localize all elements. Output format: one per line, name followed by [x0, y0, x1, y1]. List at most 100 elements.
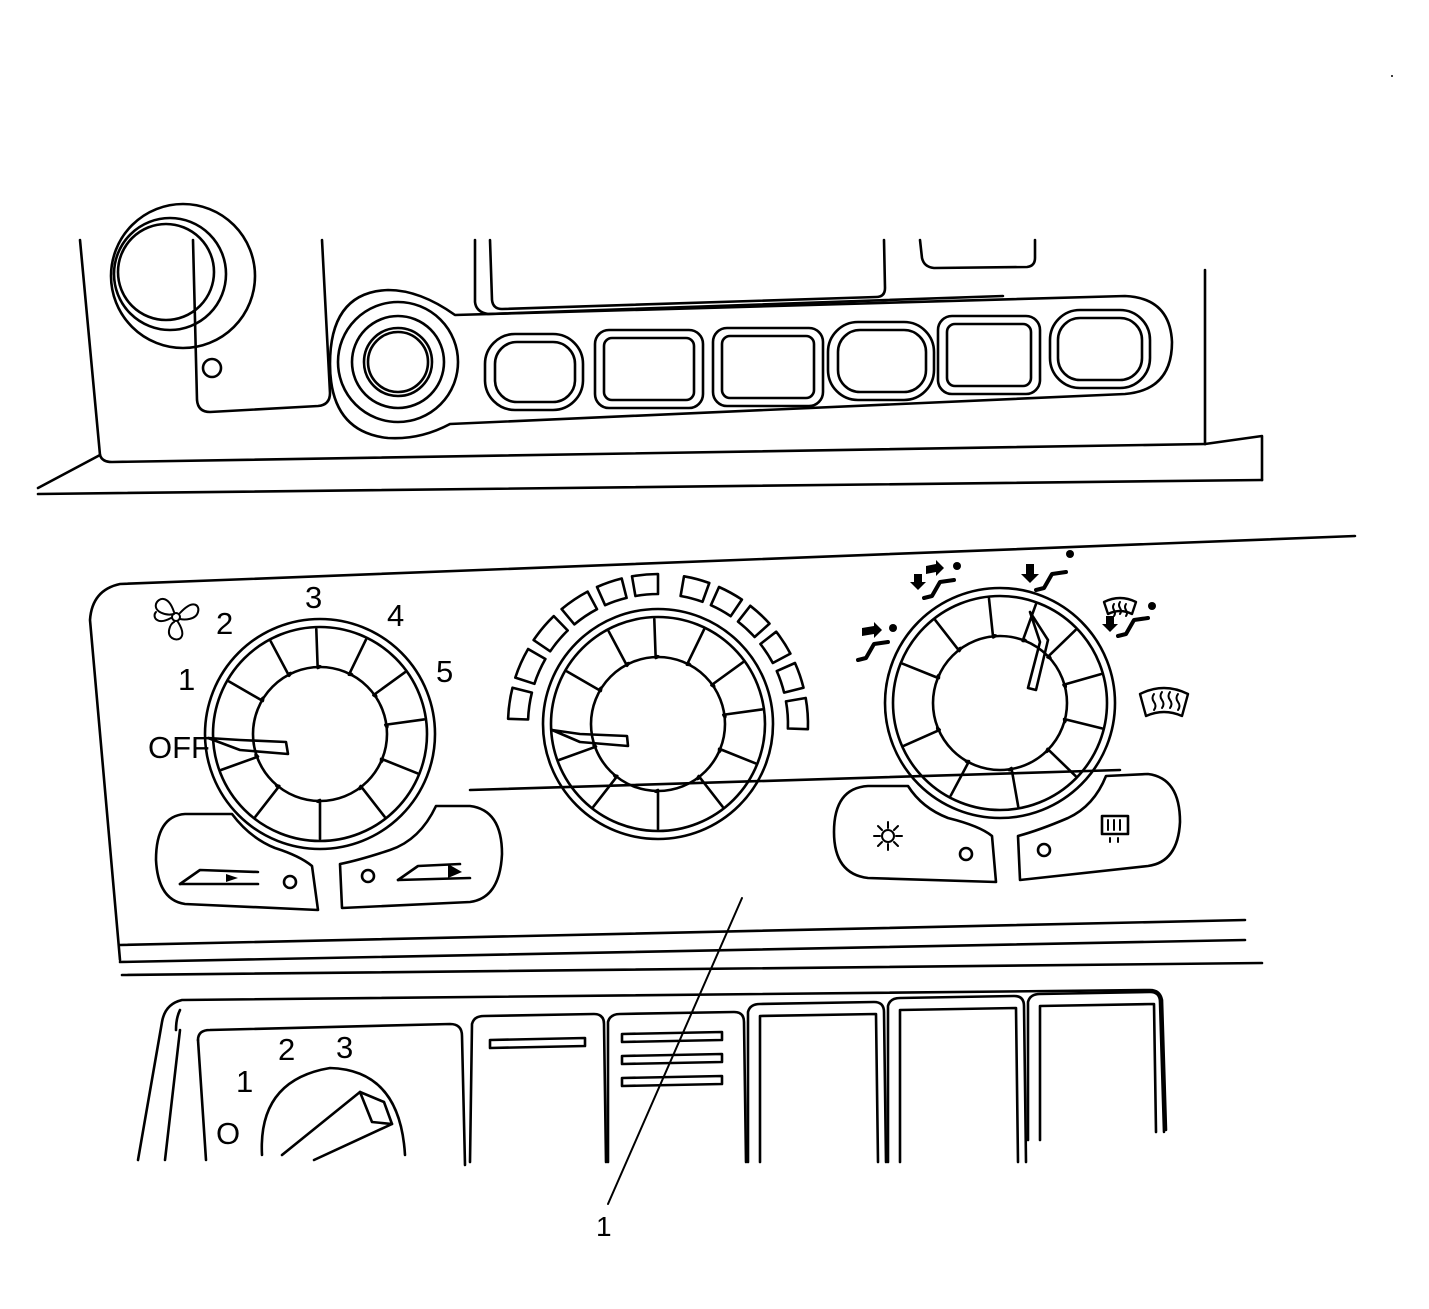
callout-leader-line — [607, 897, 743, 1205]
temperature-scale-segment — [736, 604, 771, 639]
fan-knob-rib — [384, 718, 426, 729]
fan-label-2: 2 — [216, 606, 233, 641]
fan-label-3: 3 — [305, 580, 322, 615]
fan-knob-rib — [254, 783, 281, 818]
fan-icon — [153, 598, 200, 641]
fan-speed-labels: OFF 1 2 3 4 5 — [148, 580, 453, 765]
mode-knob-rib — [1007, 766, 1020, 808]
switch-blank-1[interactable] — [468, 1012, 608, 1164]
fan-knob-rib — [227, 680, 265, 703]
switch-blank-3[interactable] — [746, 1000, 888, 1164]
fresh-air-indicator-led — [360, 868, 376, 884]
mode-knob-rib — [901, 662, 941, 680]
mode-knob-rib — [1062, 717, 1104, 730]
fan-knob-rib — [220, 752, 260, 772]
scan-speck — [1391, 75, 1393, 77]
mode-knob-rib — [902, 726, 941, 747]
display-window — [473, 238, 1037, 316]
fan-knob-rib — [372, 671, 407, 699]
lower-switch-panel — [136, 988, 1168, 1162]
left-rotary-knob — [109, 202, 332, 414]
callout-1: 1 — [596, 897, 743, 1242]
audio-unit — [36, 202, 1264, 496]
temperature-scale-segment — [595, 577, 628, 607]
air-conditioning-indicator-led — [958, 846, 974, 862]
fan-knob-rib — [315, 798, 322, 841]
fresh-air-icon — [396, 862, 472, 882]
fan-speed-knob[interactable] — [203, 617, 437, 851]
recirculation-icon — [178, 868, 260, 886]
face-vent-mode-icon — [856, 622, 897, 662]
temperature-knob[interactable] — [506, 572, 810, 841]
lower-rotary-switch[interactable]: O 1 2 3 — [196, 1022, 467, 1167]
lower-switch-blanks — [468, 990, 1166, 1164]
temperature-scale-segment — [775, 661, 805, 694]
mode-knob-rib — [949, 759, 971, 797]
fan-knob-rib — [379, 757, 419, 775]
mode-knob-rib — [1062, 672, 1103, 689]
fan-knob-rib — [315, 627, 322, 670]
switch-blank-2[interactable] — [606, 1010, 748, 1164]
floor-mode-icon — [1021, 550, 1074, 592]
windshield-defrost-icon — [1138, 686, 1190, 718]
mode-knob-rib — [987, 597, 998, 639]
mode-knob-rib — [1021, 603, 1038, 643]
temperature-scale-segment — [630, 572, 660, 598]
preset-button-strip — [328, 288, 1174, 440]
air-conditioning-button[interactable] — [832, 784, 998, 884]
face-floor-mode-icon — [910, 560, 961, 600]
temperature-knob-pointer — [550, 728, 630, 748]
switch-blank-5[interactable] — [1026, 990, 1166, 1142]
rear-window-defrost-icon — [1100, 814, 1130, 843]
fan-knob-rib — [357, 784, 386, 818]
temperature-scale-segments — [506, 572, 810, 731]
temperature-knob-rib — [607, 630, 631, 668]
temperature-scale-segment — [784, 696, 810, 731]
mode-knob-rib — [1045, 747, 1077, 778]
temperature-scale-segment — [514, 647, 547, 686]
rear-defrost-button[interactable] — [1016, 772, 1182, 882]
temperature-knob-rib — [592, 773, 619, 808]
temperature-scale-segment — [532, 614, 569, 653]
temperature-scale-segment — [759, 630, 792, 665]
mode-knob-rib — [1046, 628, 1077, 660]
temperature-knob-rib — [695, 774, 724, 808]
temperature-knob-rib — [722, 708, 764, 719]
fresh-air-button[interactable] — [338, 804, 504, 910]
lower-knob-label-1: 1 — [236, 1064, 253, 1099]
temperature-scale-segment — [560, 590, 599, 626]
callout-label: 1 — [596, 1211, 612, 1242]
lower-knob-label-0: O — [216, 1116, 240, 1151]
recirculation-indicator-led — [282, 874, 298, 890]
temperature-knob-rib — [565, 670, 603, 693]
temperature-scale-segment — [679, 575, 711, 604]
floor-defrost-mode-icon — [1102, 596, 1156, 638]
temperature-knob-rib — [558, 742, 598, 762]
fan-label-1: 1 — [178, 662, 195, 697]
fan-label-4: 4 — [387, 598, 404, 633]
fan-label-5: 5 — [436, 654, 453, 689]
temperature-scale-segment — [709, 585, 744, 618]
fan-label-off: OFF — [148, 730, 210, 765]
lower-knob-label-3: 3 — [336, 1030, 353, 1065]
recirculation-button[interactable] — [154, 812, 320, 912]
temperature-knob-rib — [717, 747, 757, 765]
mode-icons — [856, 550, 1190, 718]
air-distribution-knob[interactable] — [883, 586, 1117, 820]
fan-knob-rib — [269, 640, 293, 678]
mode-knob-rib — [934, 619, 963, 653]
mode-knob-pointer — [1026, 610, 1050, 692]
temperature-scale-segment — [506, 686, 534, 721]
temperature-knob-rib — [685, 628, 706, 667]
fan-knob-rib — [347, 638, 368, 677]
switch-blank-4[interactable] — [886, 994, 1028, 1164]
temperature-knob-rib — [653, 617, 660, 660]
rear-defrost-indicator-led — [1036, 842, 1052, 858]
temperature-knob-rib — [710, 661, 745, 689]
fan-knob-pointer — [206, 736, 290, 756]
air-conditioning-snowflake-icon — [873, 821, 903, 851]
temperature-knob-rib — [653, 788, 660, 831]
lower-knob-label-2: 2 — [278, 1032, 295, 1067]
